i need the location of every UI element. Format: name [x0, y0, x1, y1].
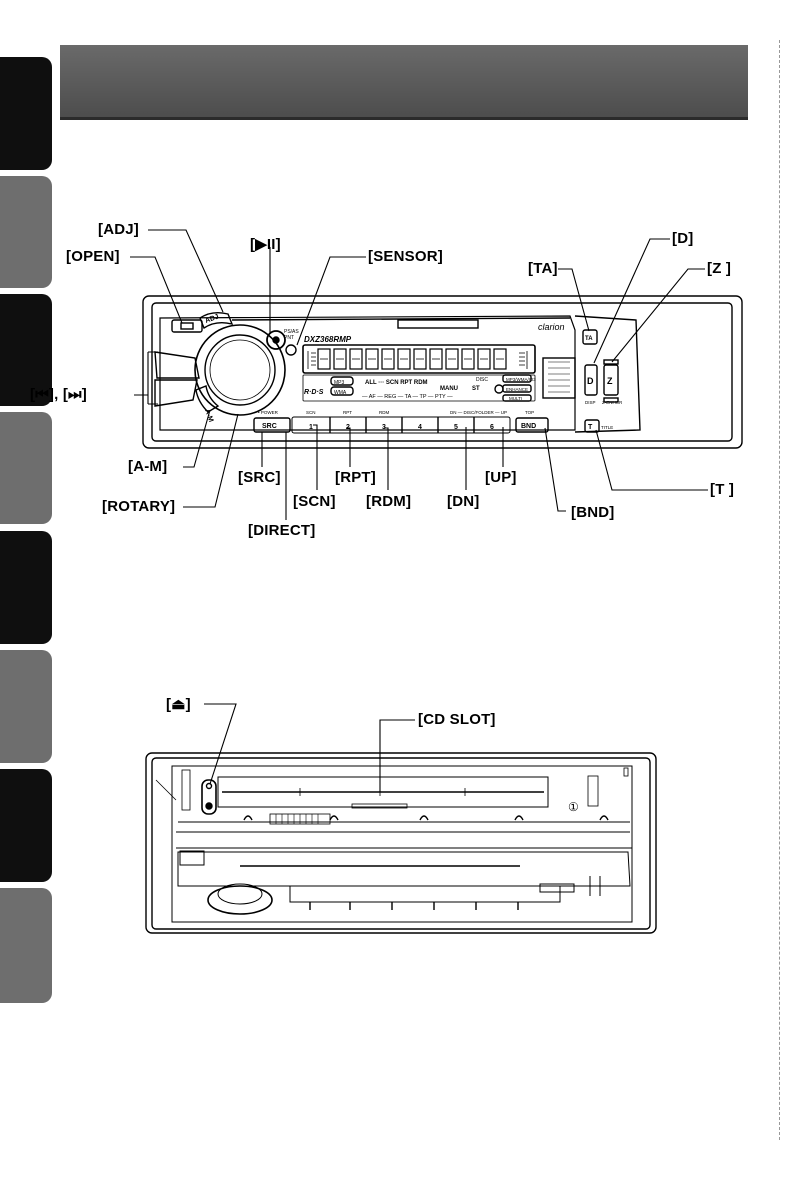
- section-tab: [0, 57, 52, 170]
- open-label: [OPEN]: [66, 248, 120, 265]
- ta-label: [TA]: [528, 260, 558, 277]
- af-line-text: — AF — REG — TA — TP — PTY —: [362, 394, 453, 400]
- manu-text: MANU: [440, 386, 458, 392]
- t-button-text: T: [588, 424, 593, 431]
- ta-button-text: TA: [585, 336, 593, 342]
- preset-caption-rpt: RPT: [343, 410, 352, 415]
- z-button-text: Z: [607, 376, 613, 386]
- section-tab: [0, 294, 52, 406]
- section-tab: [0, 412, 52, 524]
- mp3-wma-note: MP3/WMA/ID3: [506, 377, 536, 382]
- preset-3-text: 3: [382, 424, 386, 431]
- preset-4-text: 4: [418, 424, 422, 431]
- disp-caption: DISP: [585, 400, 596, 405]
- preset-caption-dn-up: DN — DISC/FOLDER — UP: [450, 410, 507, 415]
- title-caption: TITLE: [601, 425, 613, 430]
- src-label: [SRC]: [238, 469, 281, 486]
- scn-label: [SCN]: [293, 493, 336, 510]
- preset-caption-scn: SCN: [306, 410, 316, 415]
- preset-1-text: 1: [309, 424, 313, 431]
- preset-5-text: 5: [454, 424, 458, 431]
- play-pause-label: [▶II]: [250, 236, 281, 253]
- ps-as-text: PS/AS: [284, 329, 299, 335]
- rpt-label: [RPT]: [335, 469, 376, 486]
- section-title-bar: [60, 45, 748, 120]
- preset-caption-top: TOP: [525, 410, 534, 415]
- adj-label: [ADJ]: [98, 221, 139, 238]
- mp3-badge: MP3: [334, 380, 345, 386]
- preset-6-text: 6: [490, 424, 494, 431]
- src-button-text: SRC: [262, 423, 277, 430]
- section-tab: [0, 531, 52, 644]
- adj-button-text: ADJ: [204, 313, 220, 324]
- preset-2-text: 2: [346, 424, 350, 431]
- multi-text: MULTI: [509, 396, 522, 401]
- disc-text: DISC: [476, 377, 488, 383]
- pnt-text: PNT: [284, 335, 294, 341]
- power-caption: • POWER: [258, 410, 279, 415]
- bnd-button-text: BND: [521, 423, 536, 430]
- sensor-label: [SENSOR]: [368, 248, 443, 265]
- display-sub-labels: ALL ··· SCN RPT RDM: [365, 380, 428, 386]
- preset-caption-rdm: RDM: [379, 410, 389, 415]
- rdm-label: [RDM]: [366, 493, 412, 510]
- am-label: [A-M]: [128, 458, 168, 475]
- direct-label: [DIRECT]: [248, 522, 316, 539]
- eject-label: [⏏]: [166, 696, 191, 713]
- st-text: ST: [472, 386, 480, 392]
- section-tab: [0, 176, 52, 288]
- d-label: [D]: [672, 230, 694, 247]
- cd-panel-illustration: [145, 752, 657, 934]
- t-label: [T ]: [710, 481, 735, 498]
- rotary-label: [ROTARY]: [102, 498, 176, 515]
- cd-slot-label: [CD SLOT]: [418, 711, 496, 728]
- brand-text: clarion: [538, 322, 565, 332]
- model-text: DXZ368RMP: [304, 335, 352, 344]
- z-label: [Z ]: [707, 260, 732, 277]
- section-tab: [0, 888, 52, 1003]
- up-label: [UP]: [485, 469, 517, 486]
- d-button-text: D: [587, 376, 594, 386]
- dn-label: [DN]: [447, 493, 480, 510]
- section-tab: [0, 650, 52, 763]
- z-enhcr-caption: Z-ENHCR: [602, 400, 623, 405]
- rds-text: R·D·S: [304, 389, 324, 396]
- cd-mark-text: ①: [568, 800, 579, 814]
- track-label: [⏮], [⏭]: [30, 386, 87, 403]
- section-tab: [0, 769, 52, 882]
- wma-badge: WMA: [334, 390, 347, 396]
- am-button-text: A-M: [203, 408, 214, 423]
- page-edge-line: [779, 40, 780, 1140]
- bnd-label: [BND]: [571, 504, 615, 521]
- enhance-text: ENHANCE: [506, 387, 528, 392]
